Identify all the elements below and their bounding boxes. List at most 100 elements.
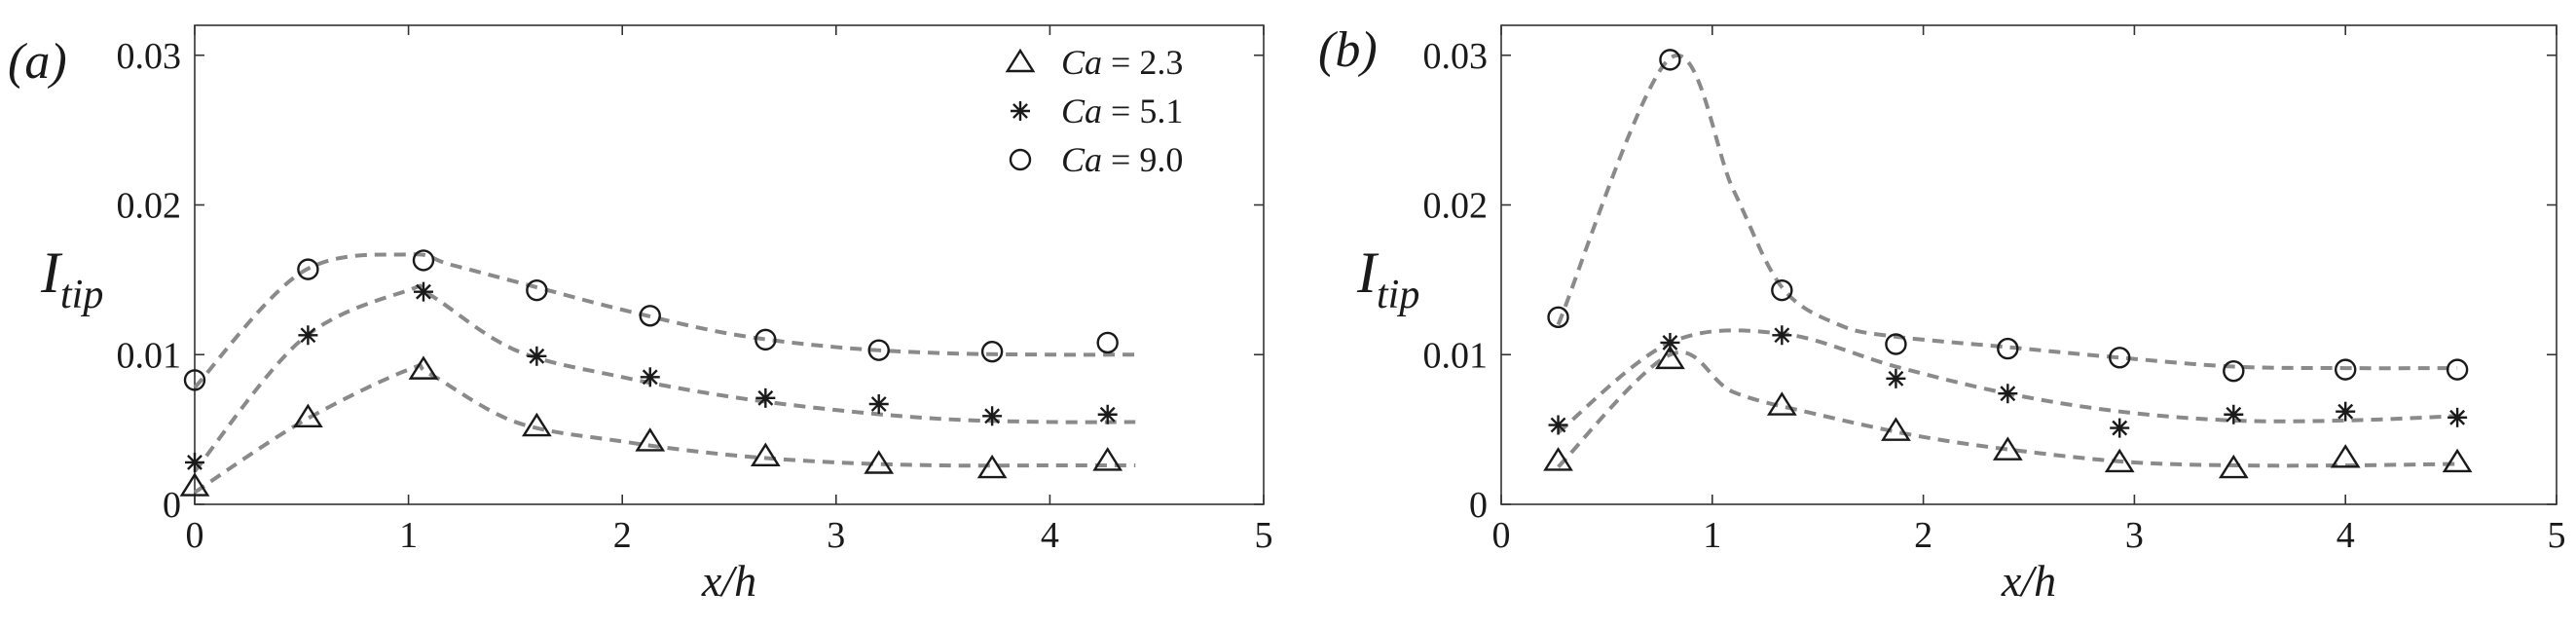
legend-symbol-circle	[1009, 148, 1032, 171]
data-point-asterisk	[1548, 415, 1568, 435]
data-point-circle	[754, 328, 777, 351]
fit-curve-triangle	[193, 363, 1136, 495]
y-tick-label: 0.02	[117, 186, 182, 227]
legend-entry: Ca = 2.3	[1061, 43, 1183, 82]
data-point-asterisk	[1097, 404, 1118, 424]
data-point-asterisk	[2447, 407, 2468, 427]
x-tick-label: 0	[1492, 515, 1511, 556]
y-tick-label: 0.03	[1423, 36, 1489, 77]
x-tick-label: 0	[186, 515, 204, 556]
plot-frame	[194, 24, 1265, 505]
fit-curve-asterisk	[193, 283, 1136, 473]
y-axis-label-subscript: tip	[60, 273, 103, 317]
data-point-circle	[639, 305, 661, 327]
x-tick-label: 5	[1255, 515, 1273, 556]
data-point-triangle	[293, 403, 323, 428]
data-point-triangle	[2104, 448, 2135, 473]
legend-symbol-triangle	[1005, 48, 1036, 73]
data-point-asterisk	[2224, 404, 2244, 424]
data-point-circle	[1659, 49, 1681, 71]
x-tick-label: 3	[2125, 515, 2144, 556]
x-tick-label: 2	[1914, 515, 1932, 556]
data-point-circle	[867, 339, 890, 361]
x-tick-label: 2	[613, 515, 632, 556]
data-point-triangle	[1543, 447, 1573, 471]
data-point-circle	[526, 278, 548, 302]
legend: Ca = 2.3 Ca = 5.1 Ca = 9.0	[1005, 43, 1183, 179]
data-point-circle	[1547, 306, 1569, 329]
data-point-circle	[183, 369, 206, 391]
data-point-asterisk	[1772, 325, 1792, 346]
data-point-triangle	[635, 427, 666, 452]
plot-frame	[1500, 24, 2558, 505]
data-point-asterisk	[1886, 368, 1906, 388]
legend-entry: Ca = 5.1	[1061, 92, 1183, 130]
legend-symbol-asterisk	[1011, 101, 1030, 121]
data-point-asterisk	[2336, 401, 2356, 422]
data-point-asterisk	[2110, 418, 2130, 438]
data-point-asterisk	[527, 346, 547, 366]
y-axis-label-subscript: tip	[1377, 273, 1419, 317]
x-axis-label: x/h	[2001, 556, 2056, 606]
data-point-triangle	[2330, 444, 2361, 468]
data-point-triangle	[976, 454, 1008, 479]
data-point-circle	[2334, 358, 2357, 381]
y-tick-label: 0.03	[117, 36, 182, 77]
data-point-asterisk	[298, 325, 318, 346]
data-point-asterisk	[1998, 384, 2018, 404]
data-point-triangle	[2442, 448, 2473, 473]
x-tick-label: 4	[1041, 515, 1059, 556]
data-point-circle	[2223, 359, 2245, 383]
data-point-circle	[2109, 347, 2131, 369]
x-tick-label: 1	[1703, 515, 1721, 556]
fit-curve-triangle	[1557, 350, 2458, 468]
data-point-triangle	[1992, 436, 2023, 461]
x-tick-label: 1	[399, 515, 418, 556]
data-point-circle	[1885, 333, 1907, 355]
data-point-asterisk	[413, 281, 433, 302]
data-point-circle	[297, 258, 319, 280]
data-point-triangle	[1092, 447, 1123, 471]
fit-curve-circle	[1556, 54, 2458, 371]
data-point-triangle	[179, 472, 210, 497]
y-tick-label: 0.02	[1423, 186, 1489, 227]
y-tick-label: 0	[1469, 485, 1488, 526]
y-axis-label: Itip	[40, 240, 103, 317]
data-point-circle	[2446, 358, 2469, 381]
data-point-asterisk	[982, 406, 1003, 426]
y-tick-label: 0.01	[1423, 335, 1489, 376]
data-point-triangle	[750, 442, 781, 466]
data-point-triangle	[864, 450, 895, 474]
data-point-circle	[1771, 278, 1793, 302]
x-tick-label: 4	[2337, 515, 2355, 556]
data-point-asterisk	[755, 387, 776, 408]
x-tick-label: 3	[827, 515, 845, 556]
data-point-triangle	[1766, 391, 1797, 416]
data-point-triangle	[1655, 345, 1685, 370]
panel-label: (b)	[1318, 22, 1378, 78]
y-tick-label: 0	[163, 485, 181, 526]
data-point-triangle	[2218, 454, 2249, 479]
y-axis-label: Itip	[1356, 240, 1419, 317]
data-point-circle	[980, 340, 1004, 363]
data-point-asterisk	[185, 452, 204, 472]
x-tick-label: 5	[2548, 515, 2566, 556]
data-point-triangle	[408, 355, 439, 380]
data-point-asterisk	[640, 367, 660, 387]
data-point-triangle	[521, 412, 552, 437]
fit-curve-circle	[193, 252, 1136, 389]
data-point-circle	[1997, 337, 2019, 360]
data-point-asterisk	[868, 393, 889, 414]
data-point-circle	[412, 249, 435, 272]
data-point-asterisk	[1660, 332, 1680, 352]
panel-b: 0 1 2 3 4 5 0 0.01 0.02 0.03 (b) Itip x/h	[1318, 22, 2566, 606]
x-axis-label: x/h	[701, 556, 756, 606]
data-point-triangle	[1881, 417, 1911, 441]
fit-curve-asterisk	[1557, 328, 2458, 434]
panel-label: (a)	[8, 34, 67, 90]
data-point-circle	[1096, 331, 1119, 354]
legend-entry: Ca = 9.0	[1061, 140, 1183, 179]
y-tick-label: 0.01	[117, 335, 182, 376]
